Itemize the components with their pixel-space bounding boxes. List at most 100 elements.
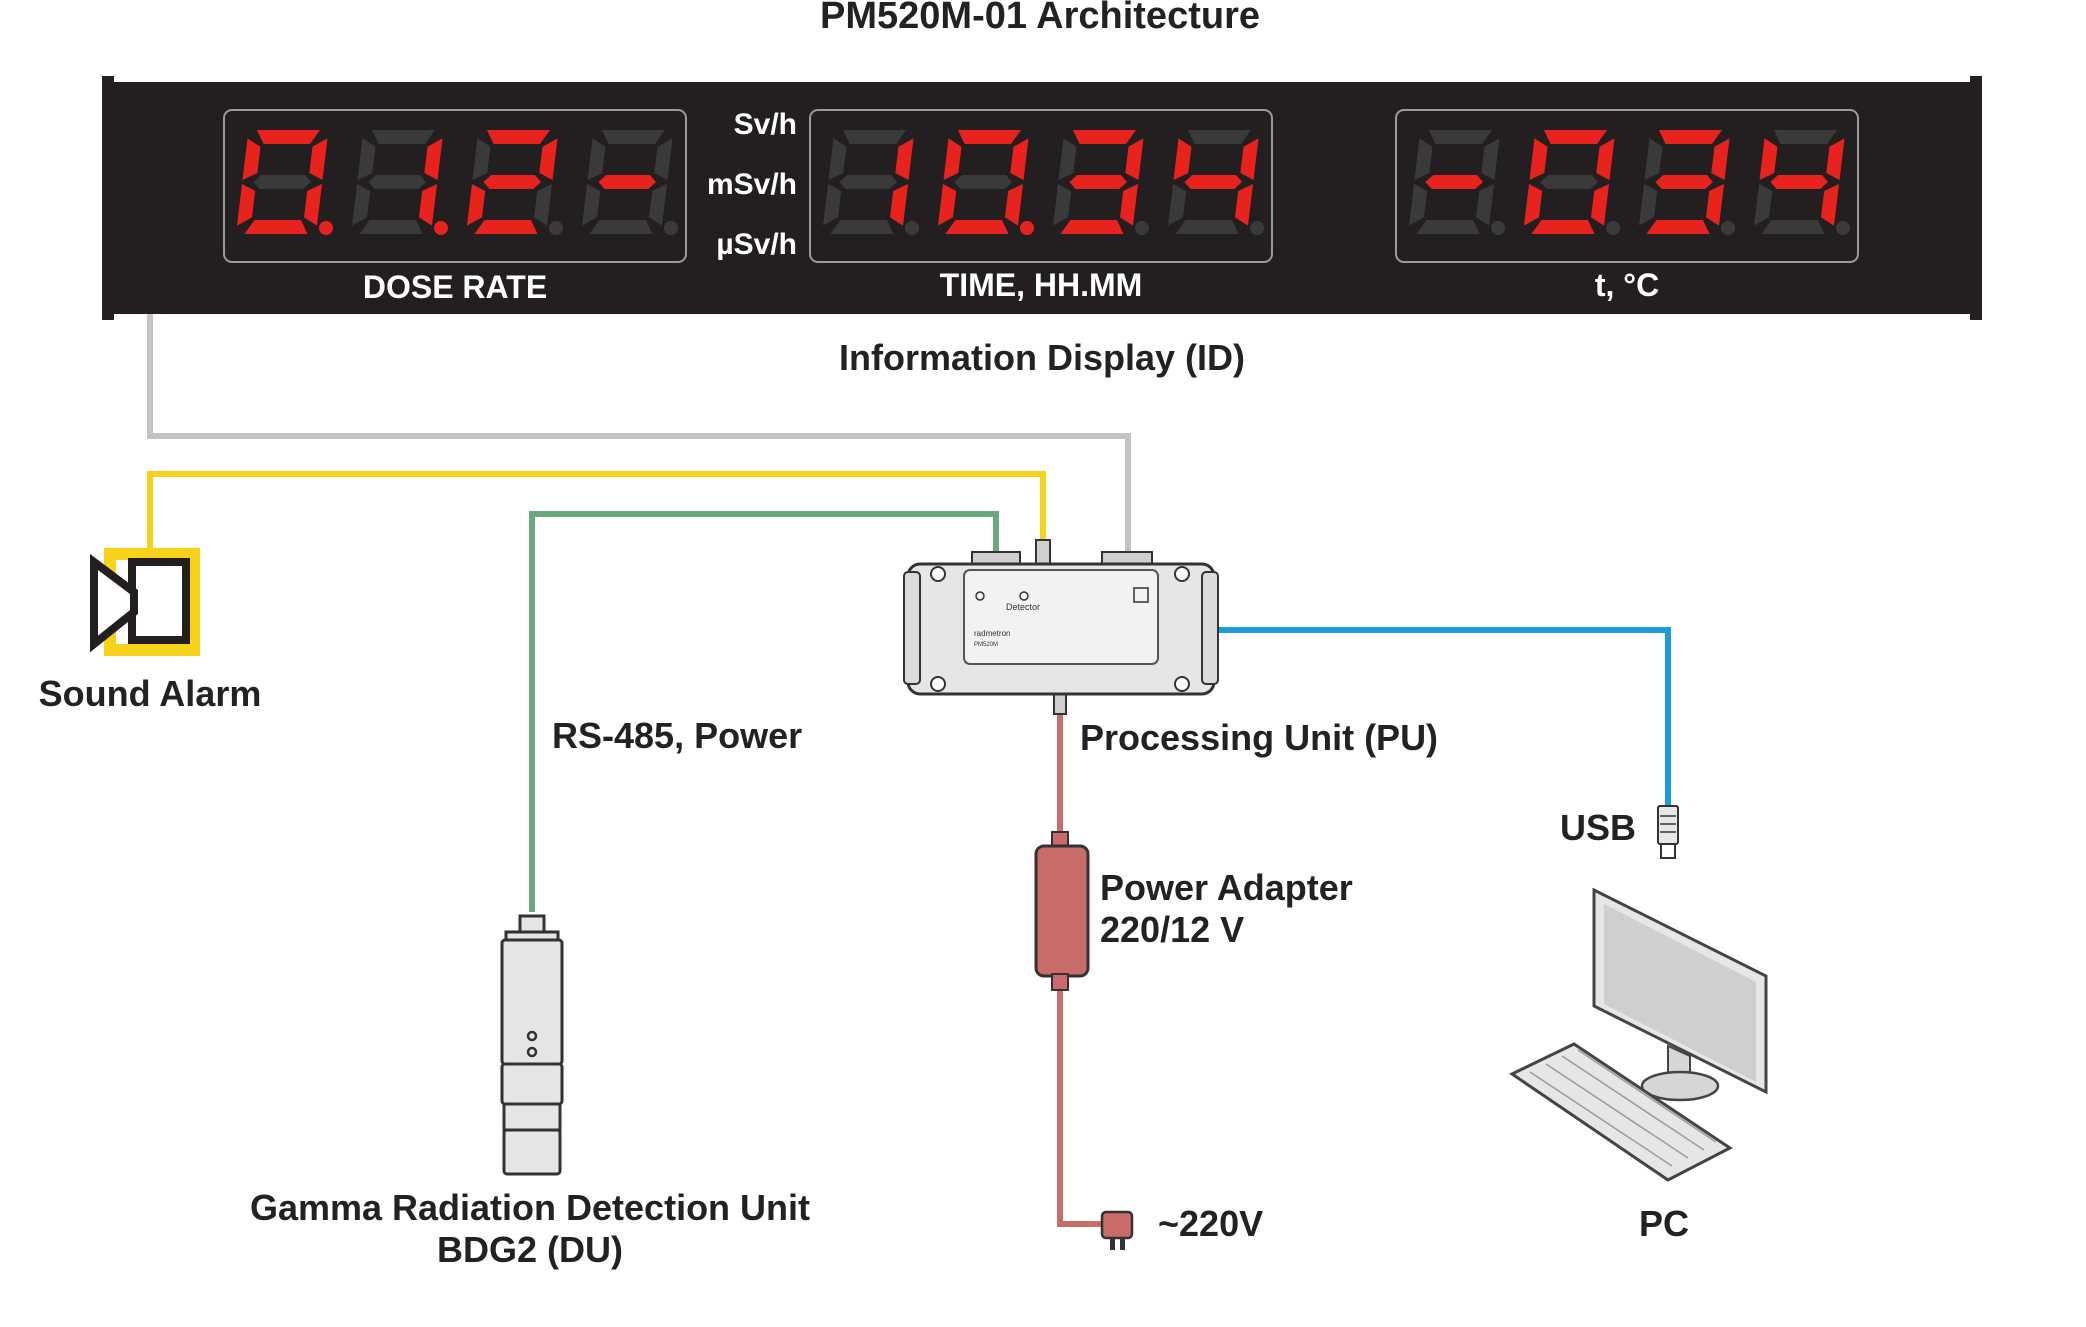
decimal-point bbox=[664, 221, 678, 235]
digit-segment bbox=[483, 175, 541, 189]
digit-segment bbox=[1639, 184, 1658, 226]
digit-segment bbox=[352, 184, 371, 226]
pc-label: PC bbox=[1639, 1203, 1689, 1244]
digit-segment bbox=[582, 184, 601, 226]
digit-segment bbox=[1187, 130, 1252, 144]
time-label: TIME, HH.MM bbox=[940, 267, 1143, 303]
processing-unit-label: Processing Unit (PU) bbox=[1080, 717, 1438, 758]
decimal-point bbox=[319, 221, 333, 235]
digit-segment bbox=[253, 175, 311, 189]
digit-segment bbox=[649, 184, 667, 226]
decimal-point bbox=[1606, 221, 1620, 235]
digit-segment bbox=[1543, 130, 1608, 144]
pu-model-text: PM520M bbox=[974, 642, 998, 648]
usb-cable bbox=[1204, 627, 1671, 806]
digit-segment bbox=[474, 220, 538, 234]
information-display: Sv/h mSv/h µSv/h DOSE RATE TIME, HH.MM t… bbox=[102, 76, 1982, 320]
sound-alarm-label: Sound Alarm bbox=[39, 673, 262, 714]
decimal-point bbox=[1721, 221, 1735, 235]
digit-segment bbox=[589, 220, 653, 234]
pu-front-panel bbox=[963, 569, 1159, 665]
digit-segment bbox=[1414, 138, 1433, 180]
digit-segment bbox=[309, 138, 328, 180]
digit-segment bbox=[244, 220, 308, 234]
digit-segment bbox=[1821, 184, 1839, 226]
unit-usv: µSv/h bbox=[716, 228, 797, 261]
digit-segment bbox=[943, 138, 962, 180]
digit-segment bbox=[1540, 175, 1598, 189]
digit-segment bbox=[242, 138, 261, 180]
digit-segment bbox=[1184, 175, 1242, 189]
unit-msv: mSv/h bbox=[707, 168, 797, 201]
mains-label: ~220V bbox=[1158, 1203, 1263, 1244]
digit-segment bbox=[1711, 138, 1730, 180]
digit-segment bbox=[1416, 220, 1480, 234]
digit-segment bbox=[256, 130, 321, 144]
digit-segment bbox=[539, 138, 558, 180]
digit-segment bbox=[890, 184, 908, 226]
digit-segment bbox=[957, 130, 1022, 144]
decimal-point bbox=[549, 221, 563, 235]
digit-segment bbox=[467, 184, 486, 226]
digit-segment bbox=[1053, 184, 1072, 226]
digit-segment bbox=[419, 184, 437, 226]
decimal-point bbox=[1250, 221, 1264, 235]
diagram-title: PM520M-01 Architecture bbox=[820, 0, 1260, 37]
digit-segment bbox=[1235, 184, 1253, 226]
digit-segment bbox=[1773, 130, 1838, 144]
digit-segment bbox=[237, 184, 256, 226]
digit-segment bbox=[357, 138, 376, 180]
rs485-cable bbox=[529, 511, 999, 912]
digit-segment bbox=[1646, 220, 1710, 234]
digit-segment bbox=[1125, 138, 1144, 180]
pu-brand-text: radmetron bbox=[974, 629, 1010, 638]
digit-segment bbox=[371, 130, 436, 144]
computer-icon bbox=[1509, 887, 1768, 1182]
detection-unit-label-line2: BDG2 (DU) bbox=[437, 1229, 623, 1270]
temperature-label: t, °C bbox=[1595, 267, 1659, 303]
usb-plug-icon bbox=[1657, 805, 1679, 859]
temp-digits bbox=[1409, 130, 1850, 235]
digit-segment bbox=[1010, 138, 1029, 180]
digit-segment bbox=[368, 175, 426, 189]
digit-segment bbox=[1058, 138, 1077, 180]
decimal-point bbox=[1135, 221, 1149, 235]
digit-segment bbox=[1524, 184, 1543, 226]
digit-segment bbox=[1644, 138, 1663, 180]
digit-segment bbox=[1770, 175, 1828, 189]
digit-segment bbox=[1826, 138, 1845, 180]
digit-segment bbox=[359, 220, 423, 234]
digit-segment bbox=[1476, 184, 1494, 226]
digit-segment bbox=[842, 130, 907, 144]
decimal-point bbox=[1491, 221, 1505, 235]
decimal-point bbox=[1020, 221, 1034, 235]
processing-unit: Detector radmetron PM520M bbox=[903, 539, 1219, 715]
usb-label: USB bbox=[1560, 807, 1636, 848]
digit-segment bbox=[1240, 138, 1259, 180]
pu-detector-text: Detector bbox=[1006, 602, 1040, 612]
detection-unit bbox=[500, 914, 564, 1176]
digit-segment bbox=[1531, 220, 1595, 234]
decimal-point bbox=[434, 221, 448, 235]
digit-segment bbox=[654, 138, 673, 180]
alarm-cable bbox=[147, 471, 1046, 548]
digit-segment bbox=[1759, 138, 1778, 180]
digit-segment bbox=[601, 130, 666, 144]
digit-segment bbox=[938, 184, 957, 226]
digit-segment bbox=[1754, 184, 1773, 226]
digit-segment bbox=[472, 138, 491, 180]
decimal-point bbox=[905, 221, 919, 235]
rs485-label: RS-485, Power bbox=[552, 715, 802, 756]
digit-segment bbox=[598, 175, 656, 189]
digit-segment bbox=[1761, 220, 1825, 234]
information-display-label: Information Display (ID) bbox=[839, 337, 1245, 378]
digit-segment bbox=[830, 220, 894, 234]
power-adapter-label-line2: 220/12 V bbox=[1100, 909, 1244, 950]
time-digits bbox=[823, 130, 1264, 235]
digit-segment bbox=[1481, 138, 1500, 180]
digit-segment bbox=[954, 175, 1012, 189]
digit-segment bbox=[895, 138, 914, 180]
digit-segment bbox=[424, 138, 443, 180]
dose-window bbox=[223, 109, 687, 263]
time-window bbox=[809, 109, 1273, 263]
